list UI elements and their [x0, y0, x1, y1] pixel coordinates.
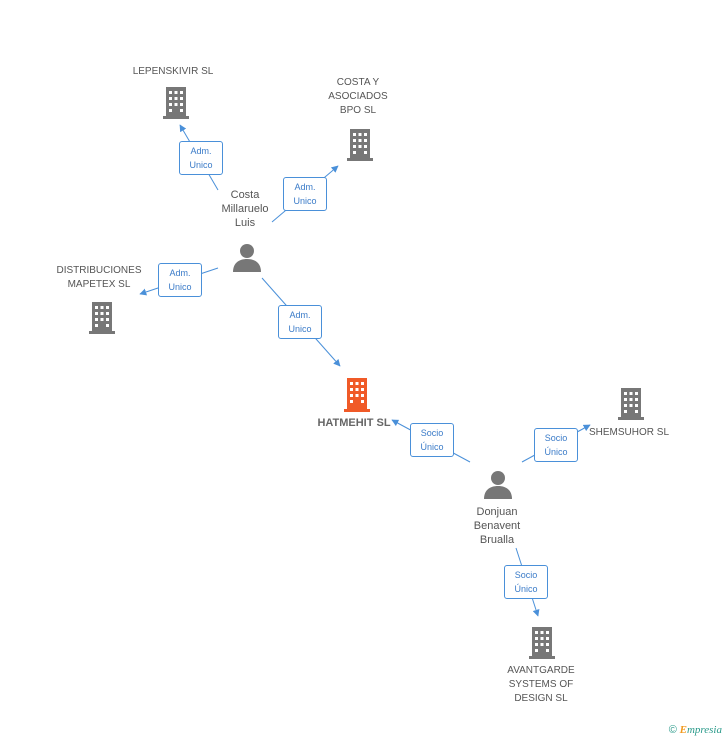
- node-label-line: Luis: [234, 217, 256, 229]
- relation-badge: Socio Único: [504, 565, 548, 599]
- node-label-line: Benavent: [473, 520, 521, 532]
- badge-line: Unico: [288, 324, 312, 334]
- node-label-line: SYSTEMS OF: [508, 679, 574, 690]
- building-icon[interactable]: [526, 625, 558, 659]
- node-label-line: AVANTGARDE: [507, 665, 575, 676]
- copyright-symbol: ©: [668, 724, 677, 736]
- node-label-line: DESIGN SL: [514, 693, 568, 704]
- node-label-line: COSTA Y: [336, 77, 380, 88]
- node-label-line: ASOCIADOS: [328, 91, 388, 102]
- badge-line: Adm.: [289, 310, 311, 320]
- badge-line: Adm.: [169, 268, 191, 278]
- badge-line: Socio: [514, 570, 538, 580]
- node-label-costa-person: Costa Millaruelo Luis: [205, 188, 285, 230]
- node-label-avantgarde: AVANTGARDE SYSTEMS OF DESIGN SL: [490, 664, 592, 706]
- node-label-donjuan: Donjuan Benavent Brualla: [457, 505, 537, 547]
- badge-line: Único: [420, 442, 444, 452]
- relation-badge: Socio Único: [534, 428, 578, 462]
- node-label-distribuciones: DISTRIBUCIONES MAPETEX SL: [48, 264, 150, 292]
- node-label-shemsuhor: SHEMSUHOR SL: [584, 426, 674, 440]
- node-label-line: Costa: [230, 189, 260, 201]
- node-label-costa-asociados: COSTA Y ASOCIADOS BPO SL: [307, 76, 409, 118]
- node-label-line: SHEMSUHOR SL: [588, 427, 669, 438]
- node-label-line: MAPETEX SL: [67, 279, 131, 290]
- badge-line: Unico: [189, 160, 213, 170]
- badge-line: Único: [544, 447, 568, 457]
- node-label-line: BPO SL: [339, 105, 377, 116]
- badge-line: Adm.: [190, 146, 212, 156]
- relation-badge: Adm. Unico: [278, 305, 322, 339]
- node-label-line: Donjuan: [476, 506, 518, 518]
- badge-line: Adm.: [294, 182, 316, 192]
- node-label-line: LEPENSKIVIR SL: [132, 66, 214, 77]
- relation-badge: Adm. Unico: [283, 177, 327, 211]
- node-label-line: Brualla: [479, 534, 515, 546]
- badge-line: Unico: [293, 196, 317, 206]
- building-icon[interactable]: [615, 386, 647, 420]
- badge-line: Socio: [420, 428, 444, 438]
- brand-logo-text: mpresia: [686, 724, 722, 736]
- node-label-hatmehit[interactable]: HATMEHIT SL: [304, 416, 404, 430]
- relation-badge: Socio Único: [410, 423, 454, 457]
- node-label-line: Millaruelo: [221, 203, 269, 215]
- node-label-line: DISTRIBUCIONES: [56, 265, 142, 276]
- badge-line: Único: [514, 584, 538, 594]
- person-icon[interactable]: [482, 470, 514, 500]
- person-icon[interactable]: [231, 243, 263, 273]
- badge-line: Socio: [544, 433, 568, 443]
- badge-line: Unico: [168, 282, 192, 292]
- relation-badge: Adm. Unico: [179, 141, 223, 175]
- building-icon[interactable]: [344, 127, 376, 161]
- brand-logo-initial: E: [679, 724, 687, 736]
- building-icon[interactable]: [160, 85, 192, 119]
- relation-badge: Adm. Unico: [158, 263, 202, 297]
- node-label-lepenskivir: LEPENSKIVIR SL: [122, 65, 224, 79]
- focus-building-icon[interactable]: [341, 376, 373, 412]
- node-label-line: HATMEHIT SL: [317, 417, 391, 429]
- brand-footer: © Empresia: [669, 724, 722, 736]
- building-icon[interactable]: [86, 300, 118, 334]
